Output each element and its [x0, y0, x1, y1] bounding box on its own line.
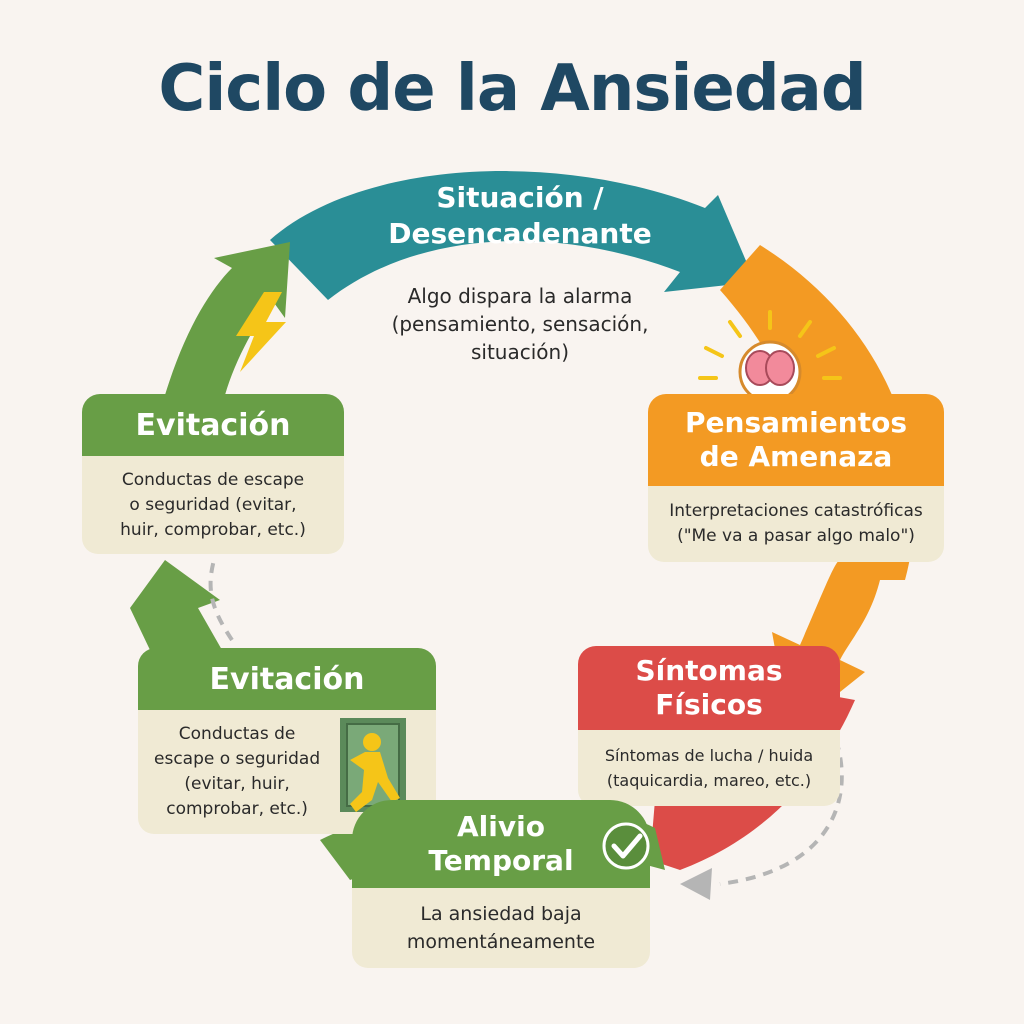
- dashed-arrow-left: [208, 559, 234, 642]
- dashed-arrow-right: [719, 739, 844, 886]
- node-pensamientos-title: Pensamientos de Amenaza: [648, 394, 944, 486]
- diagram-title: Ciclo de la Ansiedad: [158, 52, 866, 126]
- node-evitacion-bottom-title: Evitación: [138, 648, 436, 710]
- lightning-bolt-icon: [236, 292, 286, 372]
- node-pensamientos-text: Interpretaciones catastróficas ("Me va a…: [648, 486, 944, 562]
- node-evitacion-bottom-text: Conductas de escape o seguridad (evitar,…: [138, 710, 334, 834]
- node-evitacion-top-title: Evitación: [82, 394, 344, 456]
- dashed-arrowhead: [680, 868, 712, 900]
- arrow-situacion: [270, 171, 755, 300]
- node-situacion-text: Algo dispara la alarma (pensamiento, sen…: [391, 284, 649, 364]
- node-sintomas: Síntomas Físicos Síntomas de lucha / hui…: [578, 646, 840, 806]
- node-sintomas-title: Síntomas Físicos: [578, 646, 840, 730]
- node-evitacion-bottom: Evitación Conductas de escape o segurida…: [138, 648, 436, 834]
- node-alivio: Alivio Temporal La ansiedad baja momentá…: [352, 800, 650, 968]
- node-situacion-title: Situación / Desencadenante: [388, 181, 652, 250]
- node-sintomas-text: Síntomas de lucha / huida (taquicardia, …: [578, 730, 840, 806]
- node-pensamientos: Pensamientos de Amenaza Interpretaciones…: [648, 394, 944, 562]
- arrow-evitacion-upper: [165, 242, 290, 395]
- arrow-evitacion-lower: [130, 560, 222, 650]
- node-alivio-title: Alivio Temporal: [352, 800, 650, 888]
- node-alivio-text: La ansiedad baja momentáneamente: [352, 888, 650, 968]
- node-evitacion-top-text: Conductas de escape o seguridad (evitar,…: [82, 456, 344, 554]
- node-evitacion-top: Evitación Conductas de escape o segurida…: [82, 394, 344, 554]
